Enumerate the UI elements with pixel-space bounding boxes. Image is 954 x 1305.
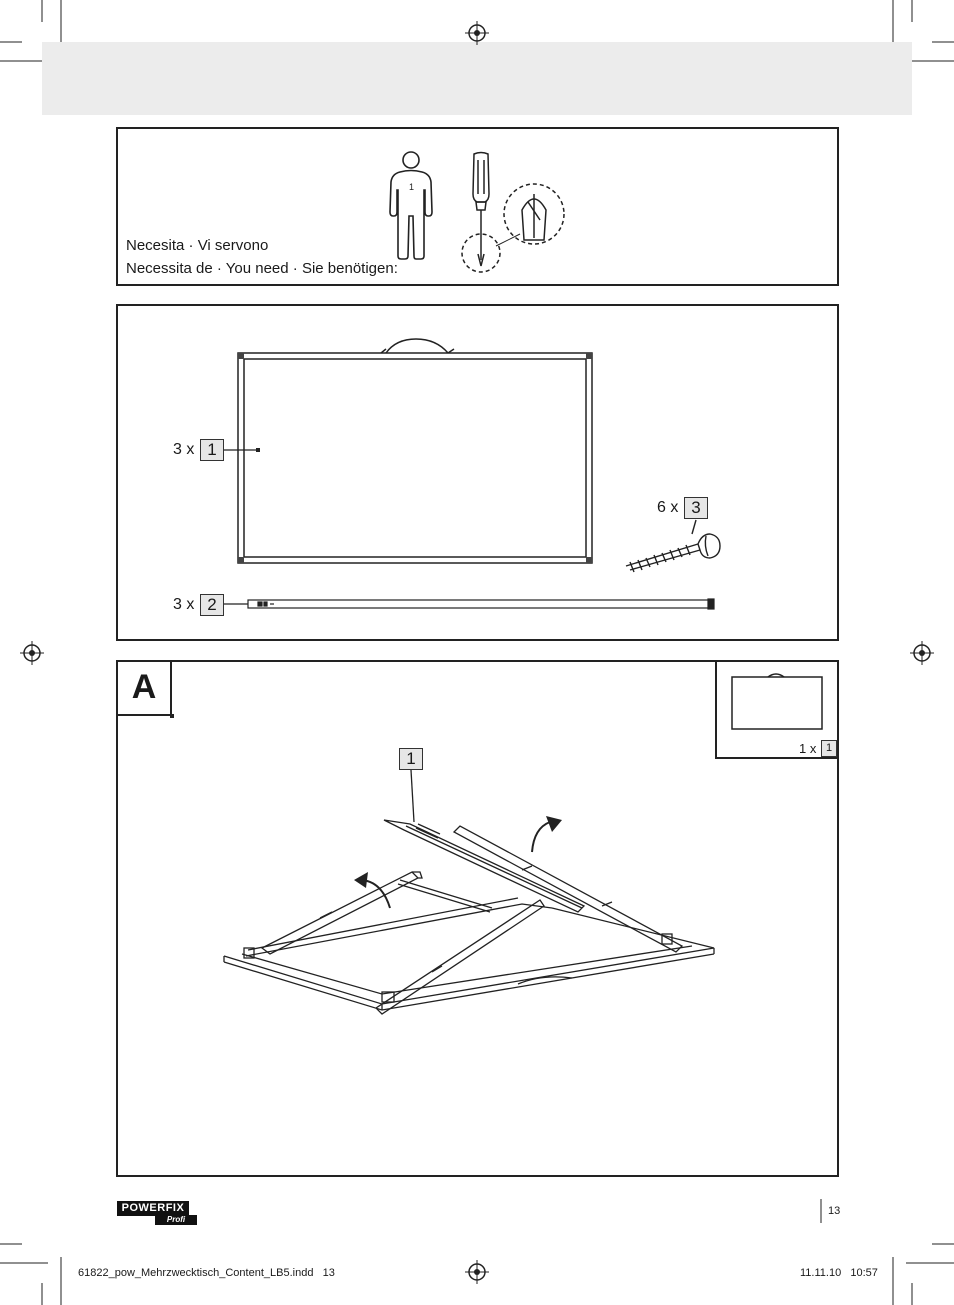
callout-part-label: 1 [399, 748, 423, 770]
part-qty-1: 3 x [173, 441, 195, 458]
registration-mark-bottom [465, 1260, 489, 1284]
leader-line-part-1 [224, 448, 260, 452]
inset-board-drawing [731, 673, 823, 730]
registration-mark-right [910, 641, 934, 665]
inset-part-label: 1 [821, 740, 837, 757]
step-letter: A [116, 660, 172, 716]
part-label-3: 3 [684, 497, 708, 519]
person-figure-number: 1 [409, 182, 414, 192]
table-frame-drawing [223, 769, 715, 1015]
screw-drawing [625, 519, 721, 573]
page-number-divider [820, 1199, 822, 1223]
logo-main: POWERFIX [117, 1201, 189, 1216]
screwdriver-icon [461, 151, 565, 273]
powerfix-logo: POWERFIX Profi [117, 1201, 199, 1225]
part-label-2: 2 [200, 594, 224, 616]
part-qty-2: 3 x [173, 596, 195, 613]
panel-board-drawing [237, 338, 593, 564]
step-letter-shadow [170, 714, 174, 718]
registration-mark-left [20, 641, 44, 665]
part-qty-3: 6 x [657, 499, 679, 516]
header-band [42, 42, 912, 115]
tools-text-line1: Necesita · Vi servono [126, 237, 269, 254]
logo-sub: Profi [155, 1215, 197, 1225]
tools-text-line2: Necessita de · You need · Sie benötigen: [126, 260, 398, 277]
file-info: 61822_pow_Mehrzwecktisch_Content_LB5.ind… [78, 1267, 335, 1279]
page-number: 13 [828, 1205, 841, 1217]
registration-mark-top [465, 21, 489, 45]
rod-drawing [224, 598, 715, 610]
part-label-1: 1 [200, 439, 224, 461]
print-timestamp: 11.11.10 10:57 [800, 1267, 878, 1279]
person-icon: 1 [389, 151, 433, 260]
inset-qty: 1 x [799, 741, 817, 756]
